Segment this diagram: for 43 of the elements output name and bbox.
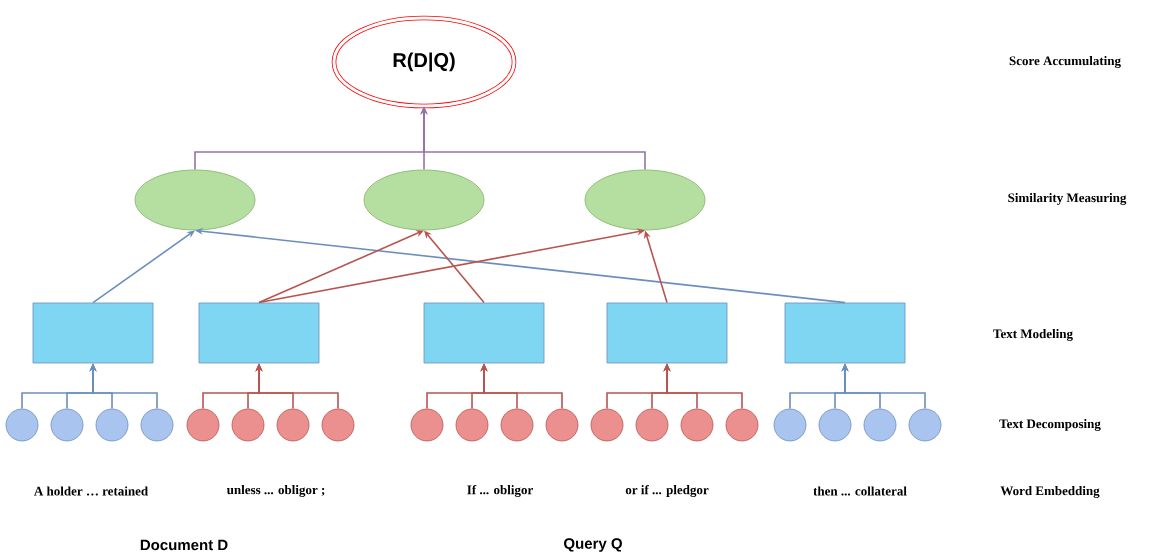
word-circle <box>455 408 489 442</box>
word-circle <box>140 408 174 442</box>
text-label: unless ... obligor ; <box>226 485 325 497</box>
word-circle <box>680 408 714 442</box>
word-circle <box>590 408 624 442</box>
text-label: Document D <box>140 539 228 551</box>
arrow <box>92 230 195 304</box>
word-circle <box>863 408 897 442</box>
arrow <box>258 228 645 304</box>
word-circle <box>500 408 534 442</box>
text-model-box <box>423 302 545 364</box>
word-circle <box>410 408 444 442</box>
text-model-box <box>32 302 154 364</box>
text-label: then ... collateral <box>813 486 907 496</box>
layer-label: Text Decomposing <box>999 419 1101 431</box>
word-circle <box>773 408 807 442</box>
similarity-ellipse <box>134 169 256 231</box>
text-model-box <box>784 302 906 364</box>
word-circle <box>545 408 579 442</box>
word-circle <box>635 408 669 442</box>
word-circle <box>5 408 39 442</box>
word-circle <box>818 408 852 442</box>
text-label: Query Q <box>564 538 622 552</box>
similarity-ellipse <box>584 169 706 231</box>
word-circle <box>231 408 265 442</box>
text-model-box <box>198 302 320 364</box>
text-label: If ... obligor <box>467 484 533 497</box>
layer-label: Word Embedding <box>1000 486 1100 498</box>
word-circle <box>50 408 84 442</box>
text-label: A holder … retained <box>34 486 148 496</box>
layer-label: Text Modeling <box>993 329 1073 341</box>
word-circle <box>186 408 220 442</box>
word-circle <box>321 408 355 442</box>
word-circle <box>725 408 759 442</box>
layer-label: Score Accumulating <box>1009 56 1121 68</box>
layer-label: Similarity Measuring <box>1008 193 1127 205</box>
text-label: or if ... pledgor <box>625 484 709 497</box>
similarity-ellipse <box>363 169 485 231</box>
word-circle <box>276 408 310 442</box>
word-circle <box>95 408 129 442</box>
text-model-box <box>606 302 728 364</box>
arrow <box>258 230 424 304</box>
word-circle <box>908 408 942 442</box>
